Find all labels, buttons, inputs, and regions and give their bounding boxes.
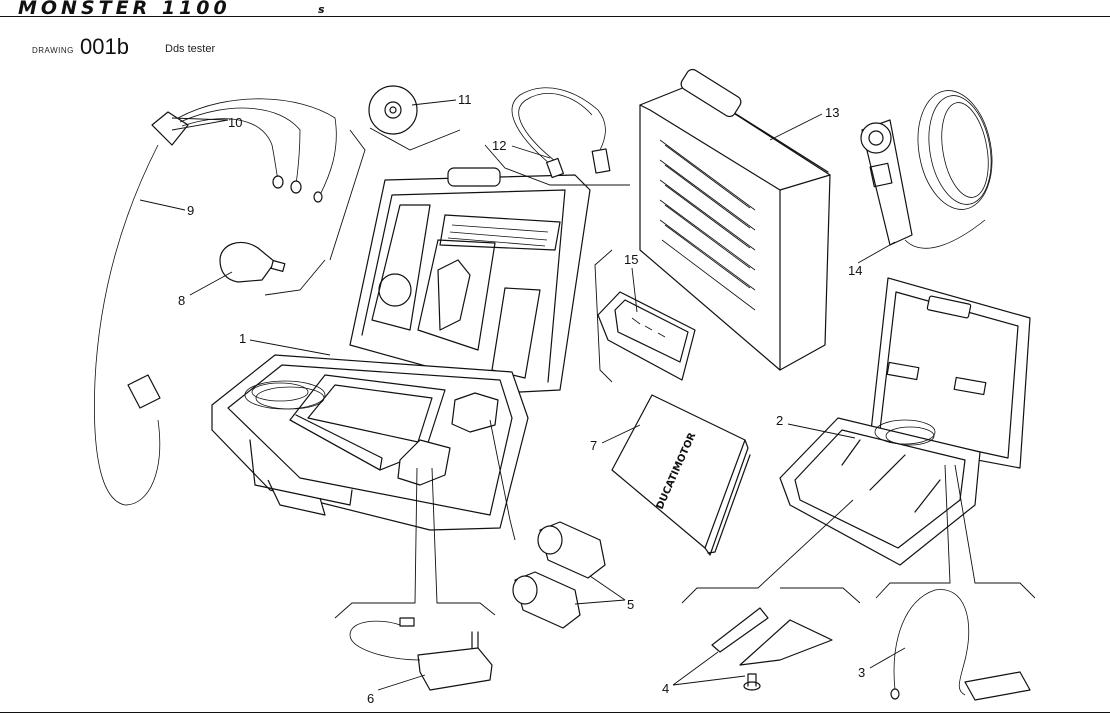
svg-text:7: 7 <box>590 438 597 453</box>
charger-illustration <box>349 617 493 691</box>
callout-2: 2 <box>776 413 856 439</box>
svg-text:15: 15 <box>624 252 638 267</box>
callout-13: 13 <box>769 105 839 141</box>
power-cable-illustration <box>890 589 1031 701</box>
svg-text:5: 5 <box>627 597 634 612</box>
callout-11: 11 <box>411 92 472 107</box>
tools-illustration <box>711 607 833 691</box>
callouts: 1 2 3 4 5 6 7 8 <box>139 92 906 706</box>
footer-rule <box>0 712 1110 713</box>
svg-text:8: 8 <box>178 293 185 308</box>
callout-8: 8 <box>178 271 233 308</box>
dongle-illustration <box>219 241 286 283</box>
svg-text:1: 1 <box>239 331 246 346</box>
drawing-title: Dds tester <box>165 43 216 55</box>
diagnostic-cable-illustration <box>94 98 337 506</box>
callout-4: 4 <box>662 651 746 696</box>
small-case-illustration <box>779 277 1031 566</box>
svg-text:14: 14 <box>848 263 862 278</box>
callout-7: 7 <box>590 424 641 453</box>
callout-6: 6 <box>367 674 426 706</box>
svg-text:2: 2 <box>776 413 783 428</box>
manual-illustration: DUCATIMOTOR <box>611 394 751 556</box>
callout-9: 9 <box>139 199 194 218</box>
header-rule <box>0 16 1110 17</box>
brand-logo-suffix: s <box>318 3 325 16</box>
svg-text:13: 13 <box>825 105 839 120</box>
callout-12: 12 <box>492 138 551 159</box>
svg-text:10: 10 <box>228 115 242 130</box>
callout-3: 3 <box>858 647 906 680</box>
svg-text:3: 3 <box>858 665 865 680</box>
svg-text:4: 4 <box>662 681 669 696</box>
callout-15: 15 <box>624 252 638 313</box>
closed-case-illustration <box>639 68 831 371</box>
page-header: MONSTER 1100 s <box>0 0 1110 20</box>
module-illustration <box>597 291 696 381</box>
drawing-label: DRAWING <box>32 46 74 55</box>
callout-5: 5 <box>574 575 634 612</box>
svg-text:11: 11 <box>458 92 472 107</box>
brand-logo: MONSTER 1100 <box>18 0 231 19</box>
callout-1: 1 <box>239 331 331 356</box>
cd-illustration <box>368 85 418 135</box>
usb-cable-illustration <box>511 87 611 179</box>
callout-10: 10 <box>171 115 242 131</box>
drawing-number: 001b <box>80 34 129 59</box>
callout-14: 14 <box>848 241 896 278</box>
clamp-meter-illustration <box>860 90 993 249</box>
svg-text:6: 6 <box>367 691 374 706</box>
bracket-lines <box>264 127 1036 619</box>
batteries-illustration <box>512 521 606 629</box>
main-case-illustration <box>211 167 591 531</box>
svg-text:12: 12 <box>492 138 506 153</box>
svg-text:9: 9 <box>187 203 194 218</box>
